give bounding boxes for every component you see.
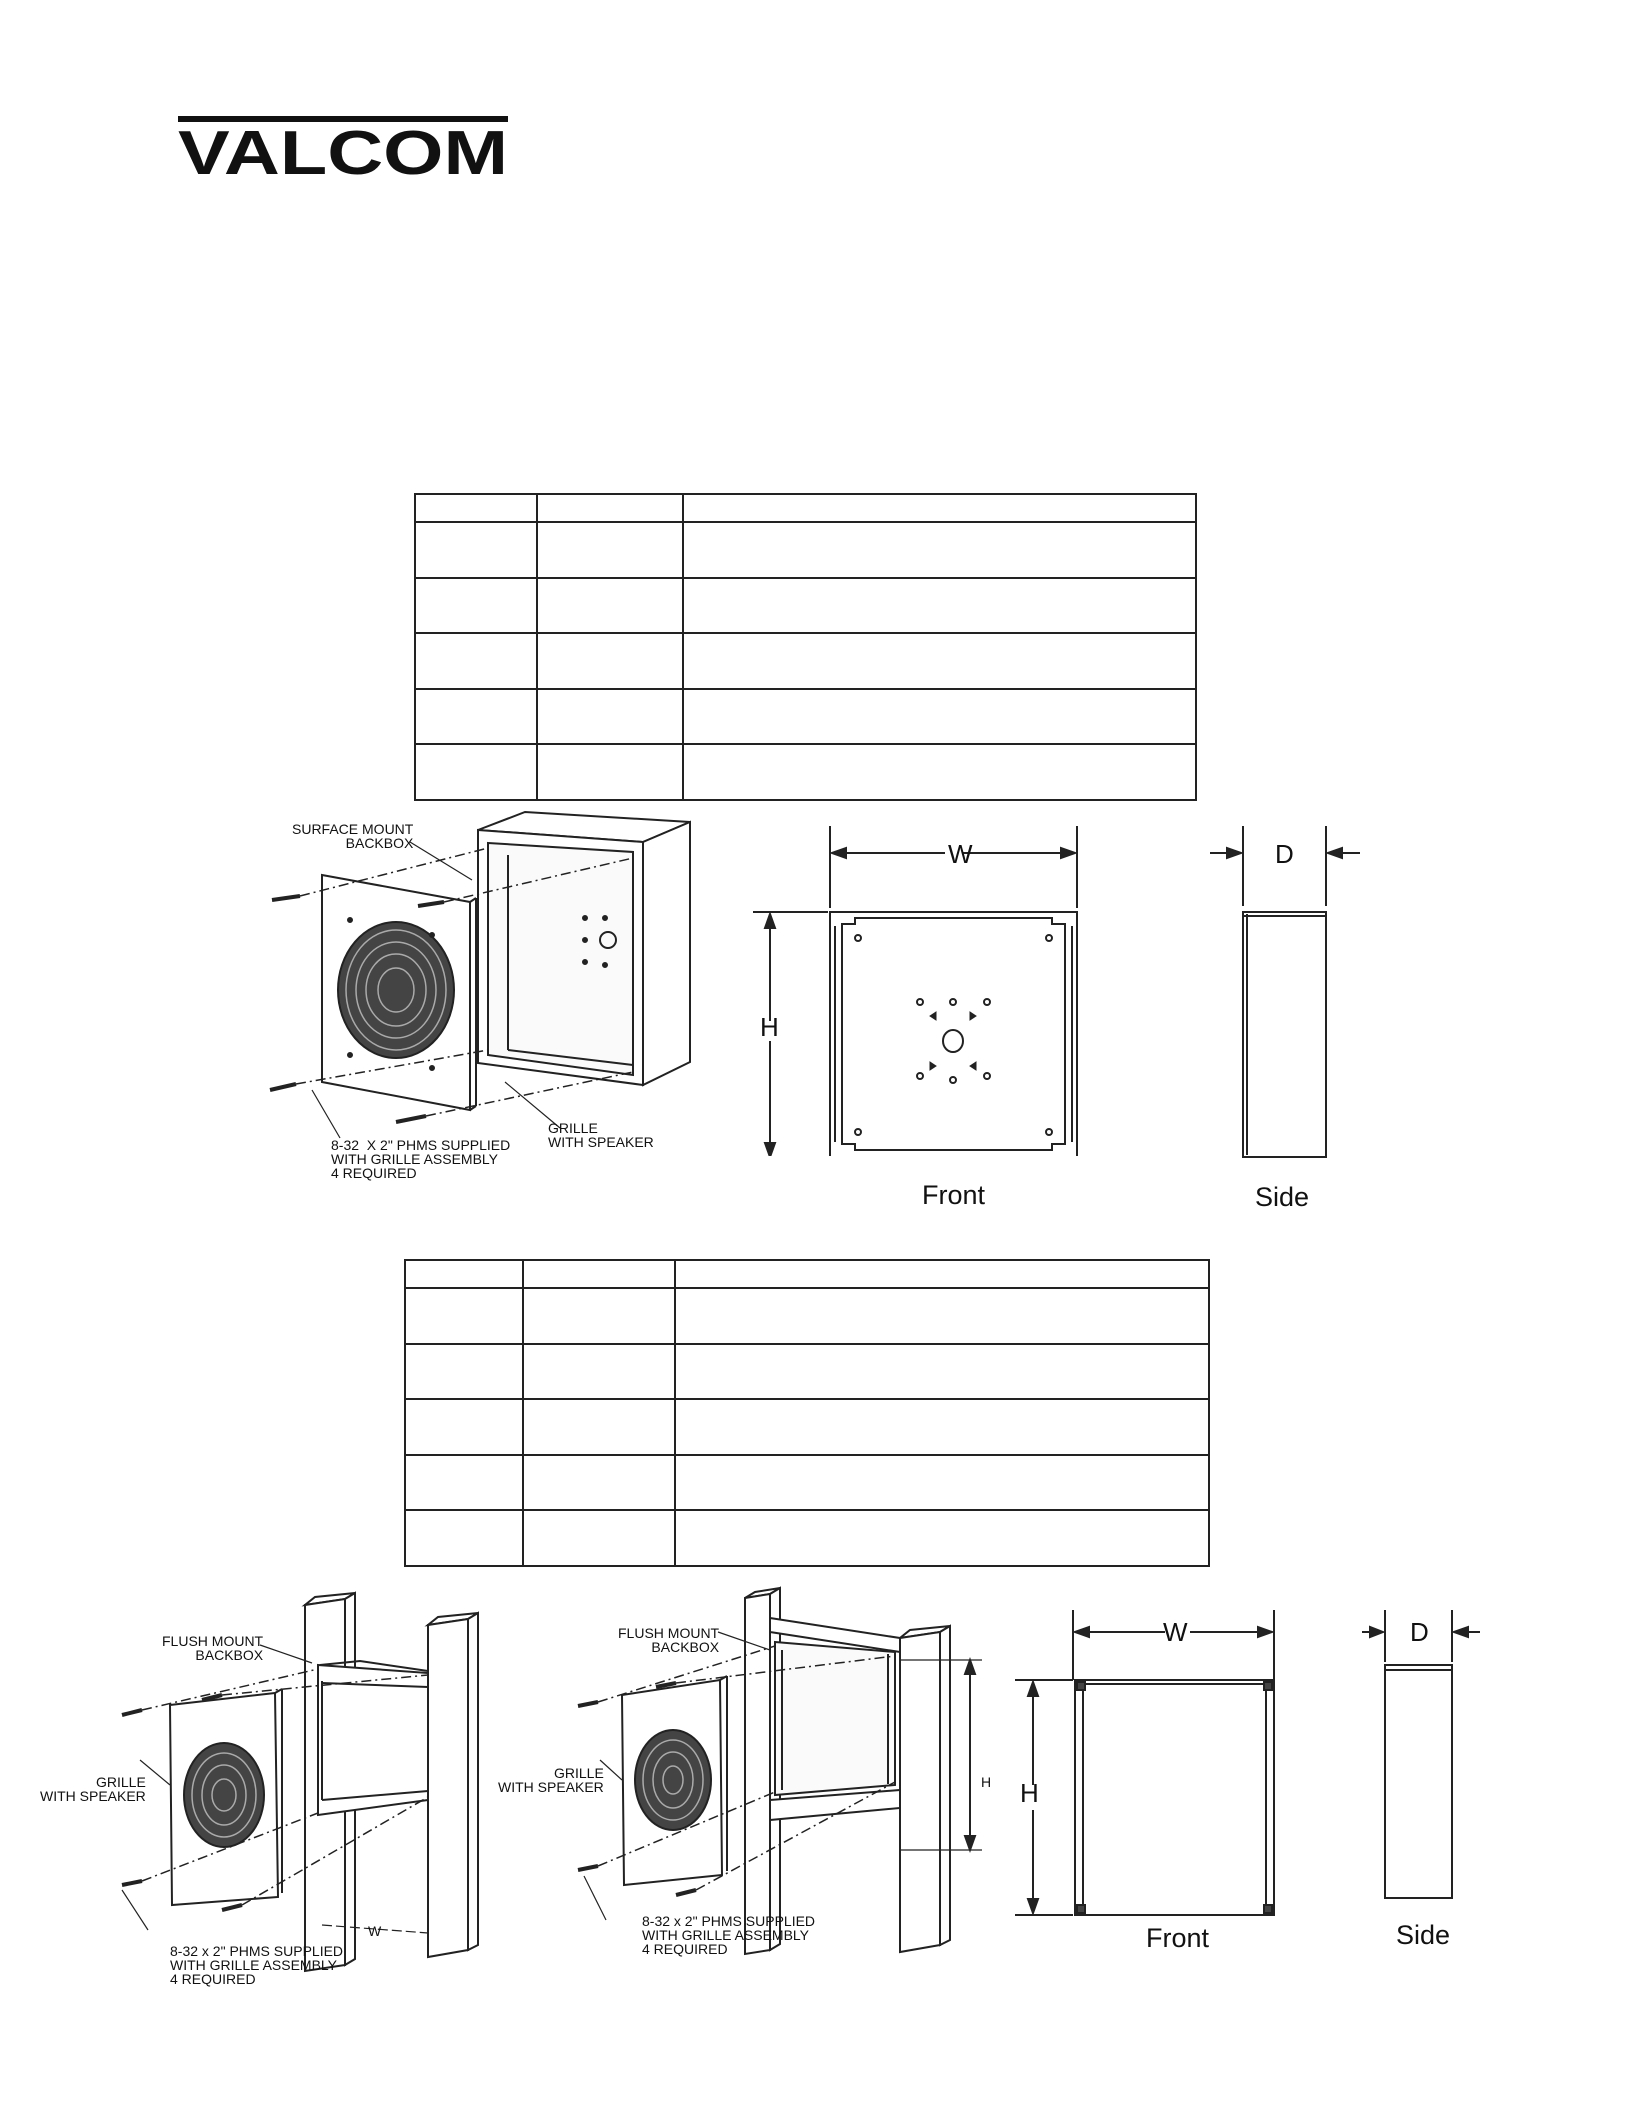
table-row	[404, 1509, 1210, 1567]
table-header-row	[404, 1259, 1210, 1289]
flush-mount-framed-drawing	[570, 1580, 1010, 1980]
flush-width-label: W	[1163, 1617, 1188, 1647]
flush-left-backbox-callout: FLUSH MOUNT BACKBOX	[162, 1633, 264, 1663]
logo-text: VALCOM	[178, 119, 508, 178]
surface-height-label: H	[760, 1012, 779, 1042]
flush-left-width-label: W	[368, 1923, 382, 1939]
surface-backbox-callout: SURFACE MOUNT BACKBOX	[292, 821, 414, 851]
table-row	[414, 632, 1197, 690]
table-row	[404, 1287, 1210, 1345]
flush-side-caption: Side	[1396, 1920, 1451, 1950]
flush-side-view	[1360, 1610, 1500, 1920]
table-row	[404, 1342, 1210, 1401]
surface-front-caption: Front	[922, 1180, 986, 1210]
table-row	[414, 576, 1197, 635]
surface-side-view	[1205, 826, 1365, 1166]
table-row	[414, 687, 1197, 746]
flush-left-screws-callout: 8-32 x 2" PHMS SUPPLIED WITH GRILLE ASSE…	[170, 1943, 344, 1987]
surface-mount-exploded-drawing	[260, 810, 700, 1190]
flush-left-grille-callout: GRILLE WITH SPEAKER	[40, 1774, 146, 1804]
surface-side-caption: Side	[1255, 1182, 1310, 1212]
table-header-row	[414, 493, 1197, 523]
flush-spec-table	[404, 1259, 1210, 1567]
flush-depth-label: D	[1410, 1617, 1429, 1647]
flush-mid-grille-callout: GRILLE WITH SPEAKER	[498, 1765, 604, 1795]
valcom-logo: VALCOM	[178, 116, 508, 188]
surface-front-view	[750, 826, 1090, 1160]
surface-spec-table	[414, 493, 1197, 801]
surface-screws-callout: 8-32 X 2" PHMS SUPPLIED WITH GRILLE ASSE…	[331, 1137, 511, 1181]
surface-width-label: W	[948, 839, 973, 869]
table-row	[404, 1398, 1210, 1456]
flush-height-label: H	[1020, 1778, 1039, 1808]
flush-front-caption: Front	[1146, 1923, 1210, 1953]
surface-grille-callout: GRILLE WITH SPEAKER	[548, 1120, 654, 1150]
flush-mid-backbox-callout: FLUSH MOUNT BACKBOX	[618, 1625, 720, 1655]
flush-mount-studs-drawing	[100, 1585, 500, 1985]
surface-depth-label: D	[1275, 839, 1294, 869]
flush-mid-screws-callout: 8-32 x 2" PHMS SUPPLIED WITH GRILLE ASSE…	[642, 1913, 816, 1957]
table-row	[414, 743, 1197, 801]
flush-mid-height-label: H	[981, 1774, 992, 1790]
table-row	[414, 521, 1197, 579]
table-row	[404, 1453, 1210, 1512]
flush-front-view	[1005, 1610, 1305, 1930]
